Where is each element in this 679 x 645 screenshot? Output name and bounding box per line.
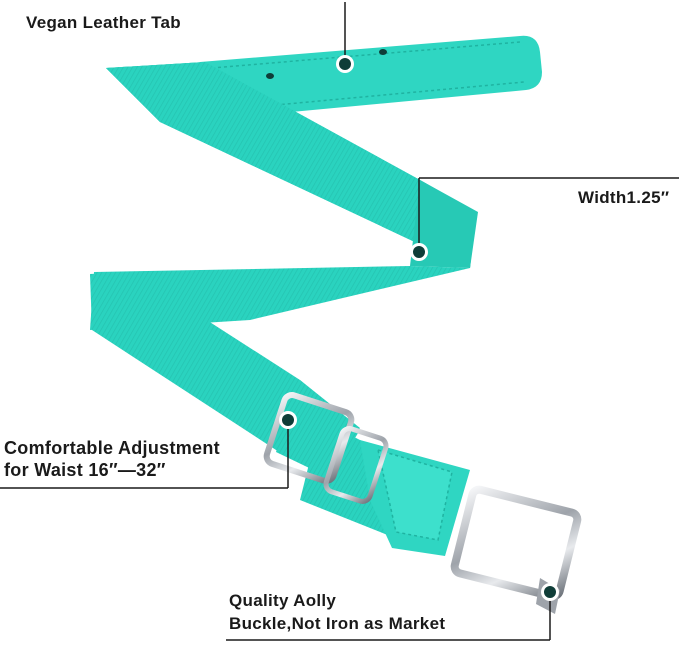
- label-vegan-leather-tab: Vegan Leather Tab: [26, 13, 181, 32]
- label-buckle-line1: Quality Aolly: [229, 591, 337, 610]
- label-adjustment-line2: for Waist 16″—32″: [4, 460, 166, 480]
- buckle: [450, 485, 582, 614]
- label-buckle-line2: Buckle,Not Iron as Market: [229, 614, 446, 633]
- label-width: Width1.25″: [578, 188, 670, 207]
- callout-width: [410, 177, 679, 261]
- adjuster-slider: [263, 392, 389, 504]
- callout-buckle: [226, 583, 559, 641]
- callout-adjust: [0, 411, 297, 489]
- label-adjustment-line1: Comfortable Adjustment: [4, 438, 220, 458]
- elastic-strap: [90, 62, 478, 556]
- callout-tab: [336, 2, 354, 73]
